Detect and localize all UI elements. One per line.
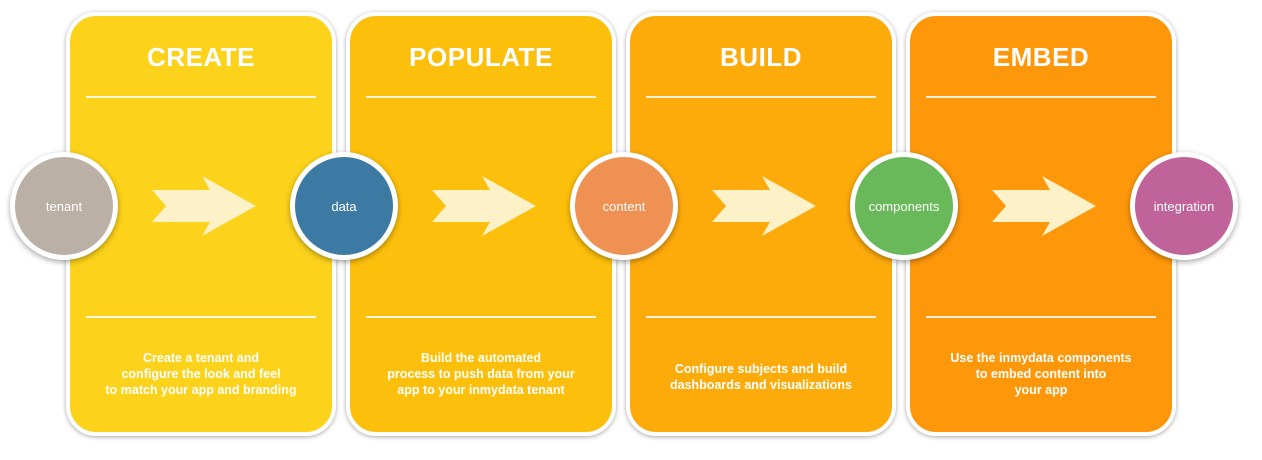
arrow-icon [992, 176, 1096, 236]
panel-description: Build the automated process to push data… [360, 350, 602, 398]
divider [366, 316, 596, 318]
panel-title: POPULATE [409, 42, 553, 72]
description-line: app to your inmydata tenant [397, 383, 565, 397]
panel-description: Create a tenant and configure the look a… [80, 350, 322, 398]
description-line: dashboards and visualizations [670, 378, 852, 392]
description-line: Use the inmydata components [950, 351, 1132, 365]
arrow-icon [432, 176, 536, 236]
panel-description: Use the inmydata components to embed con… [920, 350, 1162, 398]
description-line: your app [1014, 383, 1068, 397]
description-line: to embed content into [975, 367, 1107, 381]
panel-description: Configure subjects and build dashboards … [640, 361, 882, 393]
description-line: process to push data from your [387, 367, 575, 381]
panel-title: BUILD [720, 42, 802, 72]
panel-title: CREATE [147, 42, 255, 72]
description-line: Create a tenant and [142, 351, 259, 365]
description-line: configure the look and feel [121, 367, 281, 381]
divider [646, 316, 876, 318]
description-line: to match your app and branding [105, 383, 297, 397]
description-line: Configure subjects and build [674, 362, 848, 376]
arrow-icon [712, 176, 816, 236]
divider [86, 316, 316, 318]
divider [86, 96, 316, 98]
description-line: Build the automated [420, 351, 542, 365]
arrow-icon [152, 176, 256, 236]
node-integration: integration [1130, 152, 1238, 260]
node-data: data [290, 152, 398, 260]
node-components: components [850, 152, 958, 260]
divider [926, 96, 1156, 98]
divider [646, 96, 876, 98]
node-tenant: tenant [10, 152, 118, 260]
panel-title: EMBED [992, 42, 1090, 72]
divider [926, 316, 1156, 318]
node-content: content [570, 152, 678, 260]
divider [366, 96, 596, 98]
